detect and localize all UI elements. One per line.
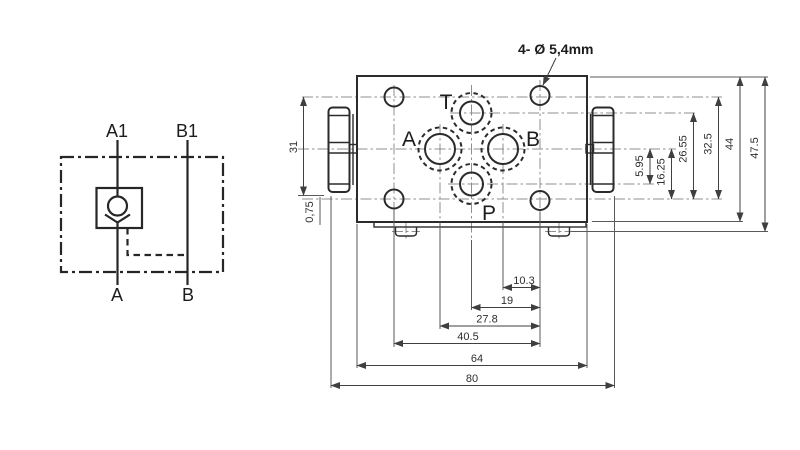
port-t [450, 92, 493, 134]
dimension-label: 0,75 [304, 201, 316, 222]
left-mounting-tab [327, 106, 358, 193]
port-a [417, 126, 463, 172]
right-mounting-tab [585, 106, 615, 193]
port-t-seal-dashed [450, 92, 493, 134]
port-b-label: B [526, 128, 540, 151]
dimension-label: 47.5 [749, 137, 761, 158]
dimensions: 10.3 19 27.8 40.5 64 80 5.95 16.25 26.55… [288, 76, 769, 389]
dimension-label: 26.55 [678, 135, 690, 163]
port-a-seal-dashed [417, 126, 463, 172]
label-a: A [111, 285, 123, 305]
symbol-enclosure-border [59, 155, 225, 274]
bottom-step-plate [373, 221, 587, 228]
dimension-label: 64 [471, 353, 483, 365]
dimension-label: 10.3 [513, 275, 534, 287]
port-a-bore [424, 133, 456, 165]
hydraulic-symbol: A1 B1 A B [59, 121, 225, 305]
dimension-label: 5.95 [634, 155, 646, 176]
dimension-label: 19 [501, 295, 513, 307]
right-tab-outline [591, 106, 615, 193]
hole-diameter-note: 4- Ø 5,4mm [518, 41, 593, 57]
dimension-label: 27.8 [476, 314, 497, 326]
right-tab-nub [585, 143, 595, 154]
valve-body-view: T A B P 4- Ø 5,4mm 10.3 [288, 41, 769, 389]
left-tab-outline [327, 106, 351, 193]
mounting-hole-top-right [529, 85, 551, 106]
mounting-hole-bottom-left [383, 188, 405, 210]
hole-note-leader [542, 57, 557, 86]
dimension-label: 31 [288, 141, 300, 153]
port-b [480, 126, 526, 172]
port-t-label: T [440, 91, 453, 114]
right-screw-bump [547, 227, 571, 237]
port-b-bore [487, 133, 519, 165]
pilot-line-dashed [126, 228, 188, 257]
dimension-label: 16.25 [656, 158, 668, 186]
check-valve-box [95, 186, 144, 230]
port-b-seal-dashed [480, 126, 526, 172]
dimension-label: 80 [466, 373, 478, 385]
port-p-seal-dashed [450, 163, 493, 205]
dimension-label: 44 [724, 138, 736, 150]
port-p-bore [459, 171, 484, 197]
left-screw-bump [394, 227, 418, 237]
centerlines [298, 80, 722, 241]
port-a-label: A [402, 128, 416, 151]
mounting-hole-top-left [383, 86, 405, 108]
label-a1: A1 [106, 121, 128, 141]
port-t-bore [459, 100, 484, 126]
label-b1: B1 [176, 121, 198, 141]
extension-lines [298, 76, 768, 388]
left-tab-nub [348, 143, 358, 154]
port-p [450, 163, 493, 205]
dimension-label: 40.5 [457, 331, 478, 343]
label-b: B [182, 285, 194, 305]
mounting-hole-bottom-right [529, 190, 551, 211]
port-p-label: P [482, 202, 496, 225]
check-valve-ball-icon [106, 195, 129, 217]
dimension-label: 32.5 [703, 133, 715, 154]
